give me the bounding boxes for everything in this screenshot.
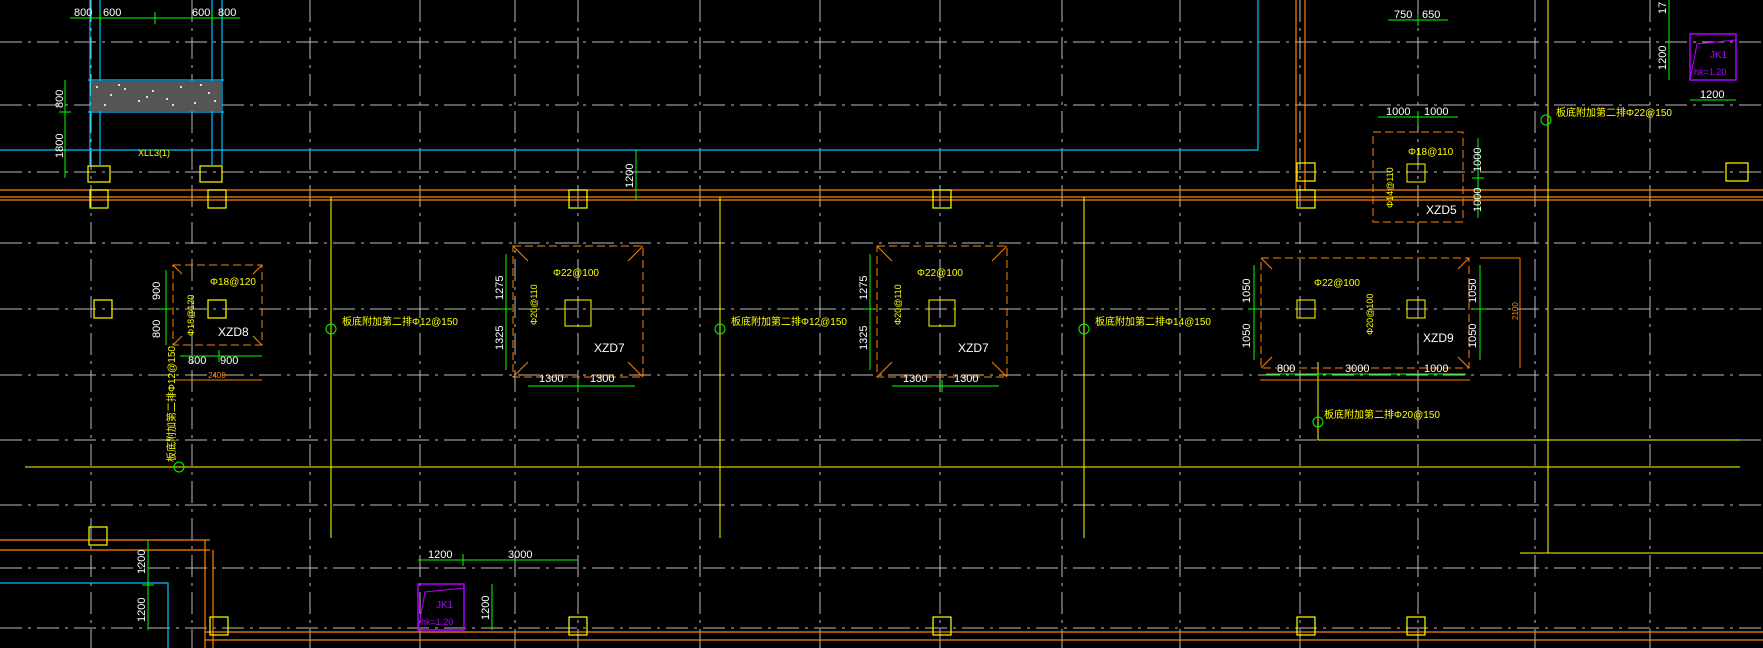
xzd7a-dim-left-1: 1275 [494,276,506,300]
xzd9-dim-right-2: 1050 [1467,324,1479,348]
xzd9-dim-right-1: 1050 [1467,279,1479,303]
xzd7b-dim-left-2: 1325 [858,326,870,350]
xzd7b-dim-bottom-2: 1300 [954,373,978,385]
bl-dim-v3: 1200 [480,596,492,620]
top-left-dims: 800 600 600 800 800 1800 XLL3(1) 1200 [54,7,637,200]
slab-note-1: 板底附加第二排Φ12@150 [342,315,458,328]
xzd9-dim-left-1: 1050 [1241,279,1253,303]
jk1-bottom-name: JK1 [436,600,454,611]
wall-outline [0,0,1259,648]
footing-xzd7-b[interactable]: 1275 1325 1300 1300 Φ22@100 Φ20@110 XZD7 [858,245,1008,392]
bl-dim-v2: 1200 [136,598,148,622]
xzd5-name: XZD5 [1426,203,1457,217]
footing-xzd8[interactable]: 900 800 800 900 2400 Φ18@120 Φ18@120 XZD… [151,264,263,381]
tl-dim-1: 800 [74,7,92,19]
xzd8-dim-left-2: 800 [151,320,163,338]
xzd7b-name: XZD7 [958,341,989,355]
tl-side-dim-1: 800 [54,90,66,108]
columns [87,162,1749,636]
tl-dim-3: 600 [192,7,210,19]
tl-beam-dim: 1200 [624,164,636,188]
slab-notes: 板底附加第二排Φ12@150 板底附加第二排Φ12@150 板底附加第二排Φ14… [165,106,1672,462]
tr-dim-2: 650 [1422,9,1440,21]
slab-note-3: 板底附加第二排Φ14@150 [1095,315,1211,328]
xzd5-dim-top-1: 1000 [1386,106,1410,118]
opening-jk1-top[interactable]: JK1 hk=1.20 [1689,33,1737,81]
xzd5-rebar-side: Φ14@110 [1385,167,1395,208]
slab-note-2: 板底附加第二排Φ12@150 [731,315,847,328]
tr-dim-17: 17 [1657,2,1669,14]
slab-note-4: 板底附加第二排Φ22@150 [1556,106,1672,119]
xzd9-rebar-side: Φ20@100 [1365,294,1375,335]
xzd9-dim-total: 2100 [1511,302,1520,320]
tl-dim-4: 800 [218,7,236,19]
xzd7a-rebar-top: Φ22@100 [553,268,599,279]
xzd7a-dim-left-2: 1325 [494,326,506,350]
xzd8-dim-left-1: 900 [151,282,163,300]
xzd9-rebar-top: Φ22@100 [1314,278,1360,289]
jk1-bottom-elev: hk=1.20 [421,617,453,627]
slab-rebar-lines [25,0,1763,554]
xzd8-name: XZD8 [218,325,249,339]
tr-dim-1200a: 1200 [1657,46,1669,70]
jk1-top-name: JK1 [1710,50,1728,61]
tl-dim-2: 600 [103,7,121,19]
bottom-left-dims: 1200 1200 1200 3000 1200 [136,540,578,630]
slab-note-6: 板底附加第二排Φ12@150 [165,346,178,462]
bl-dim-h2: 3000 [508,549,532,561]
jk1-top-elev: hk=1.20 [1694,67,1726,77]
xzd9-dim-bottom-2: 3000 [1345,363,1369,375]
xzd7b-rebar-side: Φ20@110 [893,284,903,325]
footing-xzd7-a[interactable]: 1275 1325 1300 1300 Φ22@100 Φ20@110 XZD7 [494,245,644,392]
top-right-dims: 750 650 17 1200 1200 [1388,0,1736,101]
xzd8-rebar-side: Φ18@120 [186,295,196,336]
xzd7a-rebar-side: Φ20@110 [529,284,539,325]
xzd7b-dim-bottom-1: 1300 [903,373,927,385]
slab-note-5: 板底附加第二排Φ20@150 [1324,408,1440,421]
tr-dim-1200b: 1200 [1700,89,1724,101]
bl-dim-v1: 1200 [136,550,148,574]
xzd9-dim-bottom-1: 800 [1277,363,1295,375]
xzd8-rebar-top: Φ18@120 [210,277,256,288]
xzd7b-rebar-top: Φ22@100 [917,268,963,279]
tl-beam-label: XLL3(1) [138,148,170,158]
xzd5-dim-right-2: 1000 [1472,188,1484,212]
footing-xzd9[interactable]: 1050 1050 1050 1050 800 3000 1000 2100 Φ… [1241,257,1521,381]
xzd7a-dim-bottom-1: 1300 [539,373,563,385]
xzd7a-dim-bottom-2: 1300 [590,373,614,385]
xzd5-rebar-top: Φ18@110 [1408,147,1454,158]
xzd5-dim-top-2: 1000 [1424,106,1448,118]
opening-jk1-bottom[interactable]: JK1 hk=1.20 [417,583,465,631]
xzd7a-name: XZD7 [594,341,625,355]
footing-xzd5[interactable]: 1000 1000 1000 1000 Φ18@110 Φ14@110 XZD5 [1372,106,1484,223]
tr-dim-1: 750 [1394,9,1412,21]
hatch-strip [91,81,222,111]
xzd5-dim-right-1: 1000 [1472,148,1484,172]
xzd8-dim-bottom-2: 900 [220,355,238,367]
xzd8-dim-bottom-1: 800 [188,355,206,367]
xzd9-name: XZD9 [1423,331,1454,345]
xzd8-dim-total: 2400 [208,371,226,380]
xzd7b-dim-left-1: 1275 [858,276,870,300]
leader-circles [173,114,1552,473]
tl-side-dim-2: 1800 [54,134,66,158]
xzd9-dim-bottom-3: 1000 [1424,363,1448,375]
bl-dim-h1: 1200 [428,549,452,561]
xzd9-dim-left-2: 1050 [1241,324,1253,348]
